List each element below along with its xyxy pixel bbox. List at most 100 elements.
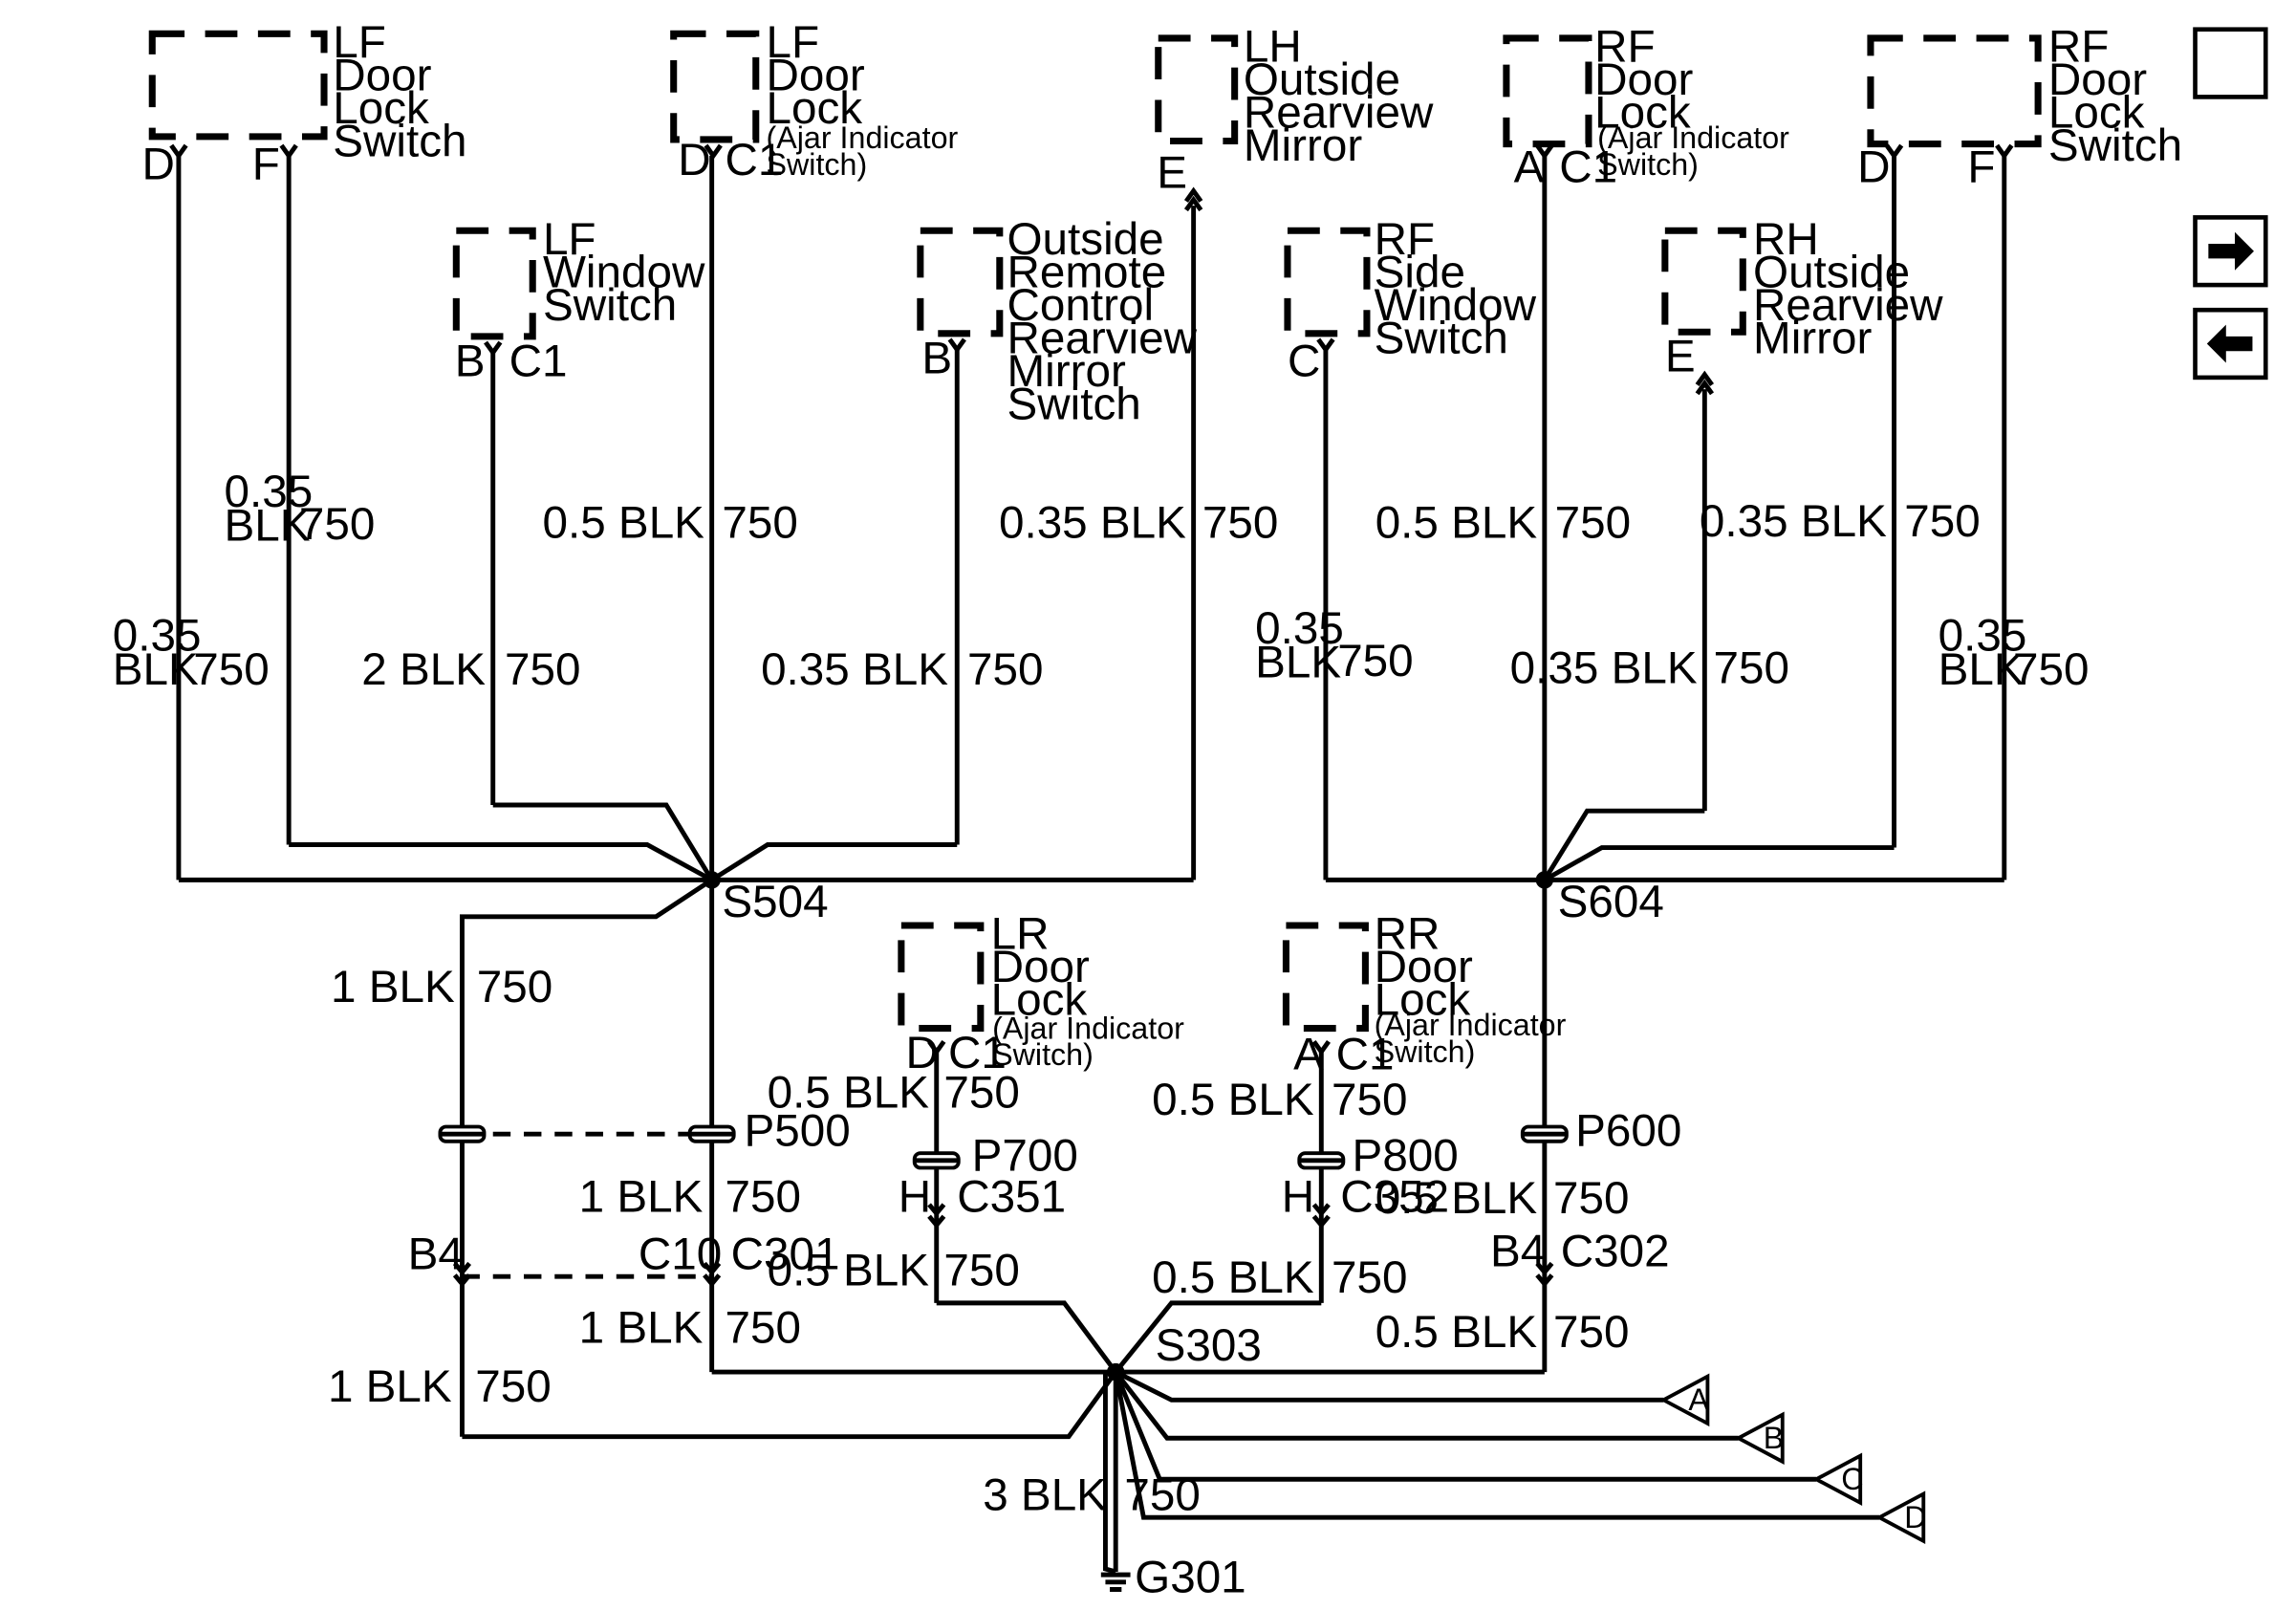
navigation-buttons — [2193, 27, 2268, 381]
chevron-connector-icon — [452, 1261, 472, 1288]
component-note-rr-door-lock: Switch) — [1375, 1034, 1476, 1069]
pin-fork-icon — [484, 340, 503, 357]
wire-size-color-label: 0.5 BLK — [768, 1068, 930, 1119]
pin-label: D — [1857, 142, 1890, 193]
connector-label: C302 — [1561, 1226, 1670, 1276]
component-label-lh-outside-rearview-mirror: Rearview — [1244, 88, 1434, 139]
component-box-lf-door-lock — [670, 30, 760, 143]
wire-color-label: BLK — [1939, 644, 2025, 695]
wire-circuit-label: 750 — [1553, 1173, 1629, 1224]
offpage-reference-label: A — [1688, 1382, 1709, 1417]
component-label-rf-door-lock-switch: Door — [2048, 54, 2147, 105]
wire-size-label: 0.35 — [1939, 611, 2027, 662]
pin-label: D — [142, 139, 175, 189]
component-label-rf-door-lock-switch: RF — [2048, 22, 2110, 73]
wire-circuit-label: 750 — [1555, 497, 1631, 548]
splice-label: S303 — [1156, 1320, 1262, 1371]
component-label-lr-door-lock: Door — [991, 942, 1090, 992]
wire-circuit-label: 750 — [1904, 496, 1980, 547]
wire-s504-left — [459, 878, 714, 1437]
wire-circuit-label: 750 — [1714, 642, 1789, 693]
next-page-button[interactable] — [2193, 215, 2268, 288]
component-label-rf-door-lock: RF — [1594, 22, 1656, 73]
wire-size-color-label: 0.5 BLK — [1152, 1075, 1314, 1125]
component-label-lf-door-lock: Lock — [767, 83, 863, 134]
pin-label: A — [1293, 1030, 1324, 1080]
wire-size-label: 0.35 — [225, 467, 314, 517]
component-label-lh-outside-rearview-mirror: Mirror — [1244, 120, 1362, 171]
connector-label: C301 — [731, 1229, 840, 1280]
wire-circuit-label: 750 — [505, 644, 580, 695]
wire-size-color-label: 1 BLK — [579, 1172, 704, 1223]
chevron-connector-icon — [927, 1203, 946, 1229]
component-box-rf-door-lock — [1503, 34, 1592, 148]
wire-circuit-label: 750 — [1332, 1075, 1407, 1125]
splice-label: S504 — [722, 877, 828, 927]
pin-label: C1 — [509, 336, 568, 386]
connector-label: H — [899, 1172, 931, 1223]
wire-color-label: BLK — [113, 644, 199, 695]
component-note-rf-door-lock: (Ajar Indicator — [1597, 120, 1789, 155]
right-arrow-icon — [2208, 231, 2254, 271]
pin-label: C1 — [1336, 1030, 1395, 1080]
component-label-lr-door-lock: LR — [991, 909, 1050, 960]
offpage-reference-label: C — [1841, 1462, 1863, 1496]
pin-label: A — [1514, 142, 1545, 193]
pin-fork-icon — [1995, 143, 2014, 161]
component-label-outside-remote-control-mirror-switch: Switch — [1007, 380, 1140, 430]
wire-size-color-label: 0.35 BLK — [761, 644, 948, 695]
offpage-reference-triangle[interactable] — [1812, 1452, 1863, 1507]
pin-label: C1 — [948, 1028, 1007, 1078]
offpage-reference-triangle[interactable] — [1734, 1411, 1785, 1466]
wire-offpage-c — [1113, 1371, 1817, 1482]
wire-circuit-label: 750 — [1337, 636, 1413, 686]
component-label-rr-door-lock: Door — [1375, 942, 1473, 992]
pin-fork-icon — [704, 143, 723, 161]
component-box-lr-door-lock — [898, 922, 985, 1033]
wire-circuit-label: 750 — [1553, 1307, 1629, 1358]
component-note-lr-door-lock: (Ajar Indicator — [992, 1011, 1184, 1045]
pin-caret-icon — [1183, 195, 1203, 212]
loc-button[interactable] — [2193, 27, 2268, 99]
component-label-lf-door-lock-switch: Lock — [333, 83, 429, 134]
component-label-outside-remote-control-mirror-switch: Mirror — [1007, 346, 1125, 397]
wire-color-label: BLK — [1255, 637, 1341, 687]
pin-caret-icon — [1695, 370, 1715, 386]
connector-label: P500 — [744, 1105, 850, 1156]
wire-circuit-label: 750 — [2013, 644, 2089, 695]
wire-size-color-label: 0.5 BLK — [543, 497, 705, 548]
wire-size-label: 0.35 — [113, 611, 202, 662]
wire-size-color-label: 0.5 BLK — [1375, 1173, 1538, 1224]
component-box-lf-door-lock-switch — [148, 30, 328, 141]
connector-label: C10 — [639, 1229, 722, 1280]
chevron-connector-icon — [1311, 1203, 1331, 1229]
wire-circuit-label: 750 — [477, 962, 552, 1012]
wire-size-color-label: 0.35 BLK — [1700, 496, 1887, 547]
wire-size-color-label: 0.5 BLK — [1152, 1252, 1314, 1303]
pin-label: D — [678, 135, 710, 185]
wire-rh-mirror — [1542, 808, 1705, 881]
component-note-lr-door-lock: Switch) — [992, 1037, 1094, 1072]
component-label-rh-outside-rearview-mirror: Outside — [1753, 247, 1910, 297]
wire-size-color-label: 1 BLK — [579, 1302, 704, 1353]
offpage-reference-triangle[interactable] — [1875, 1490, 1926, 1544]
wire-color-label: BLK — [225, 500, 311, 551]
offpage-reference-triangle[interactable] — [1659, 1373, 1710, 1427]
pin-fork-icon — [1884, 143, 1904, 161]
pin-label: B — [455, 336, 486, 386]
splice-node-S504 — [703, 871, 721, 889]
component-box-rf-door-lock-switch — [1867, 34, 2042, 148]
wire-b4-to-s303 — [462, 1370, 1118, 1440]
left-arrow-icon — [2206, 324, 2253, 363]
chevron-connector-icon — [1535, 1261, 1554, 1288]
connector-label: B4 — [1490, 1226, 1546, 1276]
pin-label: C — [1288, 336, 1320, 386]
pin-label: C1 — [725, 135, 783, 185]
connector-label: H — [1282, 1172, 1314, 1223]
component-label-lf-door-lock-switch: Switch — [333, 117, 466, 167]
wire-offpage-b — [1114, 1370, 1739, 1441]
wire-offpage-d — [1113, 1371, 1880, 1520]
component-label-rf-door-lock: Door — [1594, 54, 1693, 105]
previous-page-button[interactable] — [2193, 307, 2268, 381]
wire-rf-dls-d — [1543, 845, 1895, 882]
